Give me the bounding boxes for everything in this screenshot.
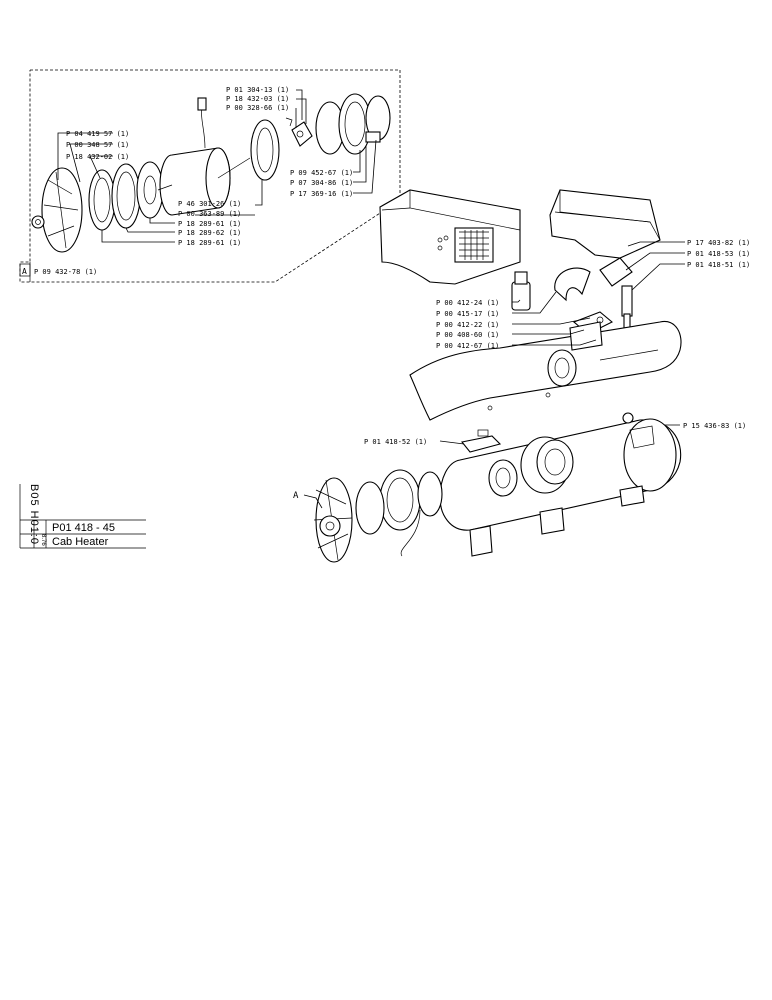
callout-label: P 00 408-60 (1) [436, 331, 499, 339]
callout-label: P 01 418-53 (1) [687, 250, 750, 258]
switch-module [461, 429, 502, 453]
callout-label: P 00 412-24 (1) [436, 299, 499, 307]
callout-label: P 09 452-67 (1) [290, 169, 353, 177]
callout-label: P 18 432-02 (1) [66, 153, 129, 161]
letter-a: A [293, 491, 299, 501]
thermostat-parts [511, 257, 633, 335]
callout-label: P 00 348 57 (1) [66, 141, 129, 149]
date-stamp: 8.76 [40, 534, 46, 546]
callouts-bottom-inset: P 46 301-26 (1) P 00 363-89 (1) P 18 289… [178, 200, 241, 247]
callout-label: P 01 304-13 (1) [226, 86, 289, 94]
callout-label: P 15 436-83 (1) [683, 422, 746, 430]
callout-label: P 01 418-51 (1) [687, 261, 750, 269]
inset-fan-blade [31, 167, 83, 253]
callout-label: P 00 412-67 (1) [436, 342, 499, 350]
inset-leaders [57, 89, 377, 243]
vertical-code: B05 H01:0 [28, 484, 40, 545]
right-cover [549, 189, 661, 259]
upper-shell [409, 320, 682, 421]
part-number: P01 418 - 45 [52, 522, 115, 534]
main-motor [355, 469, 443, 557]
callout-label: P 18 289-61 (1) [178, 220, 241, 228]
title-block: B05 H01:0 8.76 P01 418 - 45 Cab Heater [19, 484, 146, 549]
callouts-left-group: P 04 419 57 (1) P 00 348 57 (1) P 18 432… [66, 130, 129, 161]
inset-motor [157, 97, 251, 216]
inset-ref-letter: A [22, 267, 27, 276]
callout-label: P 17 369-16 (1) [290, 190, 353, 198]
callout-label: P 18 289-62 (1) [178, 229, 241, 237]
inset-reference: A P 09 432-78 (1) [22, 267, 97, 276]
callout-label: P 17 403-82 (1) [687, 239, 750, 247]
callouts-center: P 00 412-24 (1) P 00 415-17 (1) P 00 412… [436, 299, 499, 350]
callout-label: P 18 289-61 (1) [178, 239, 241, 247]
inset-rings [88, 161, 164, 231]
callouts-right-inset: P 09 452-67 (1) P 07 304-86 (1) P 17 369… [290, 169, 353, 198]
inset-frame [19, 69, 401, 283]
upper-leaders [439, 241, 685, 447]
callout-label: P 07 304-86 (1) [290, 179, 353, 187]
callout-label: P 00 412-22 (1) [436, 321, 499, 329]
callout-label: P 00 363-89 (1) [178, 210, 241, 218]
inset-end-plate [250, 117, 313, 181]
callout-label: P 04 419 57 (1) [66, 130, 129, 138]
callout-label: P 18 432-03 (1) [226, 95, 289, 103]
heater-outlet [488, 436, 574, 497]
callouts-top-group: P 01 304-13 (1) P 18 432-03 (1) P 00 328… [226, 86, 289, 112]
page-title: Cab Heater [52, 536, 109, 548]
letter-a-leader [303, 494, 323, 509]
left-cover [379, 189, 521, 285]
main-fan [313, 477, 353, 563]
inset-housing [315, 93, 391, 155]
inset-ref-part: P 09 432-78 (1) [34, 268, 97, 276]
callouts-top-right: P 17 403-82 (1) P 01 418-53 (1) P 01 418… [687, 239, 750, 269]
callout-label: P 01 418-52 (1) [364, 438, 427, 446]
callout-label: P 00 328-66 (1) [226, 104, 289, 112]
callout-label: P 46 301-26 (1) [178, 200, 241, 208]
callout-label: P 00 415-17 (1) [436, 310, 499, 318]
